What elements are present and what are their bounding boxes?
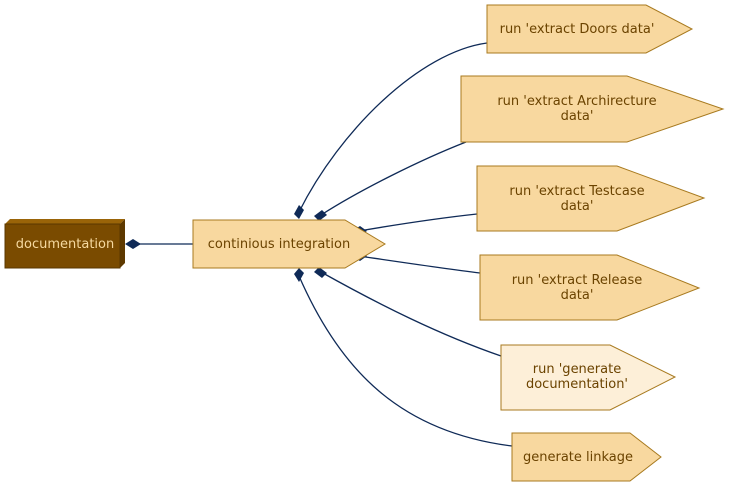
node-run-extract-release-data-shape: [479, 254, 701, 321]
node-run-extract-testcase-data-shape: [476, 165, 706, 232]
node-generate-linkage-shape: [511, 432, 662, 482]
edge-hub-to-leaf-5: [320, 271, 502, 357]
node-run-extract-testcase-data[interactable]: run 'extract Testcase data': [476, 165, 706, 232]
node-run-extract-archirecture-data-shape: [460, 75, 725, 143]
diamond-connector-leaf-5: [314, 267, 327, 278]
node-run-generate-documentation[interactable]: run 'generate documentation': [500, 344, 677, 411]
node-documentation-side-face: [120, 219, 125, 268]
node-documentation[interactable]: documentation: [4, 219, 125, 269]
diamond-connector-leaf-2: [314, 210, 327, 221]
node-run-generate-documentation-shape: [500, 344, 677, 411]
node-documentation-top-face: [5, 219, 125, 224]
edge-hub-to-leaf-1: [298, 42, 488, 213]
node-run-generate-documentation-label-line-1: run 'generate: [533, 362, 621, 377]
node-run-extract-testcase-data-label-line-1: run 'extract Testcase: [509, 184, 644, 199]
node-generate-linkage[interactable]: generate linkage: [511, 432, 662, 482]
node-run-extract-release-data-label-line-1: run 'extract Release: [512, 273, 643, 288]
diamond-connector-leaf-6: [294, 268, 304, 282]
node-documentation-front-face: [4, 223, 121, 269]
node-documentation-label: documentation: [16, 237, 114, 252]
edge-hub-to-leaf-3: [358, 213, 478, 232]
node-run-extract-doors-data[interactable]: run 'extract Doors data': [486, 4, 694, 54]
edge-hub-to-leaf-4: [358, 255, 481, 274]
node-run-extract-doors-data-shape: [486, 4, 694, 54]
node-run-extract-archirecture-data-label-line-1: run 'extract Archirecture: [497, 94, 656, 109]
node-run-extract-release-data-label-line-2: data': [561, 288, 594, 303]
node-run-extract-doors-data-label: run 'extract Doors data': [500, 22, 655, 37]
node-generate-linkage-label: generate linkage: [523, 450, 633, 465]
diamond-connector-leaf-1: [294, 205, 304, 219]
node-run-generate-documentation-label-line-2: documentation': [526, 377, 628, 392]
edges: [125, 42, 513, 447]
node-run-extract-archirecture-data[interactable]: run 'extract Archirecture data': [460, 75, 725, 143]
diamond-connector-root: [125, 239, 141, 249]
edge-hub-to-leaf-2: [320, 141, 467, 216]
node-run-extract-archirecture-data-label-line-2: data': [561, 109, 594, 124]
edge-hub-to-leaf-6: [298, 275, 513, 447]
node-run-extract-testcase-data-label-line-2: data': [561, 199, 594, 214]
node-continious-integration-shape: [192, 219, 386, 269]
node-continious-integration-label: continious integration: [208, 237, 350, 252]
node-run-extract-release-data[interactable]: run 'extract Release data': [479, 254, 701, 321]
node-continious-integration[interactable]: continious integration: [192, 219, 386, 269]
